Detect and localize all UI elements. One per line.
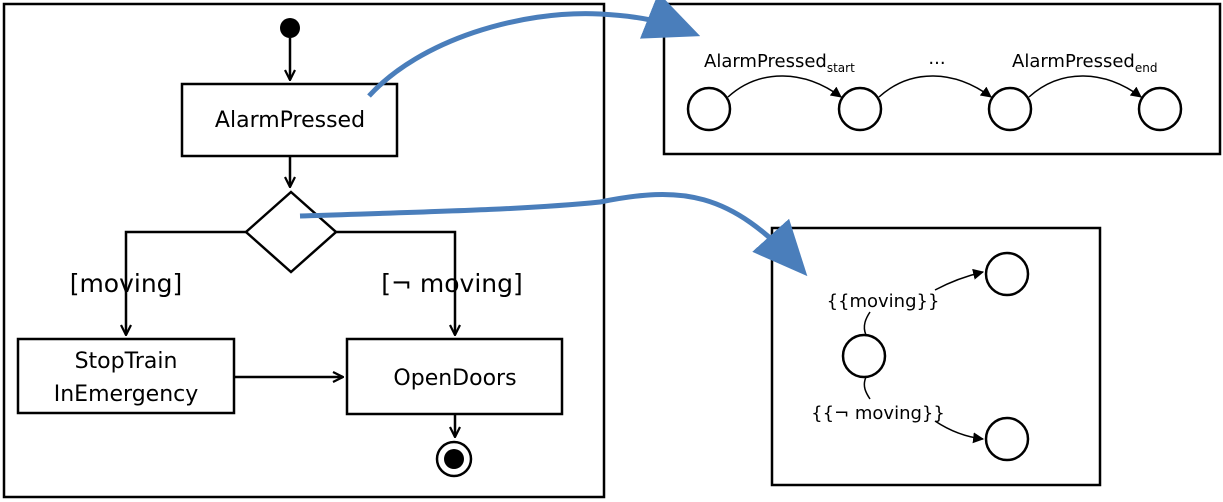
mapping-arrow-decision — [299, 192, 808, 277]
mapping-arrow-alarm — [367, 0, 701, 98]
transition-not-moving-connector — [863, 376, 871, 400]
activity-frame — [2, 2, 606, 499]
state-branch-not-moving — [984, 416, 1030, 462]
state-1 — [686, 86, 732, 132]
state-branch-moving — [984, 251, 1030, 297]
transition-1-2 — [727, 75, 842, 98]
state-2 — [837, 86, 883, 132]
transition-label-ellipsis: ... — [928, 48, 945, 69]
decision-node — [244, 190, 338, 274]
label-not-moving: {{¬ moving}} — [811, 403, 945, 424]
label-start-sub: start — [827, 61, 855, 75]
label-end-main: AlarmPressed — [1012, 51, 1135, 72]
transition-moving — [934, 268, 985, 291]
stop-train-label-line2: InEmergency — [54, 382, 199, 407]
stop-train-action — [16, 337, 236, 415]
transition-2-3 — [878, 75, 992, 98]
state-3 — [987, 86, 1033, 132]
guard-moving: [moving] — [70, 269, 183, 298]
transition-label-start: AlarmPressedstart — [704, 51, 855, 75]
alarm-pressed-label: AlarmPressed — [215, 108, 365, 133]
open-doors-label: OpenDoors — [393, 366, 516, 391]
transition-label-end: AlarmPressedend — [1012, 51, 1157, 75]
label-moving: {{moving}} — [827, 291, 940, 312]
alarm-pressed-action — [180, 82, 399, 158]
state-branch-source — [841, 333, 887, 379]
label-start-main: AlarmPressed — [704, 51, 827, 72]
stop-train-label-line1: StopTrain — [75, 349, 178, 374]
transition-3-4 — [1028, 75, 1142, 98]
transition-moving-connector — [863, 311, 871, 336]
initial-node — [280, 18, 300, 38]
guard-not-moving: [¬ moving] — [381, 269, 523, 298]
label-end-sub: end — [1135, 61, 1158, 75]
automaton-bottom-frame — [770, 226, 1102, 487]
state-4 — [1137, 86, 1183, 132]
flow-decision-to-stoptrain — [126, 230, 246, 335]
transition-not-moving — [934, 420, 985, 444]
flow-decision-to-opendoors — [336, 230, 455, 335]
automaton-top-frame — [662, 2, 1222, 156]
open-doors-action — [345, 337, 564, 416]
final-node-inner — [444, 449, 464, 469]
